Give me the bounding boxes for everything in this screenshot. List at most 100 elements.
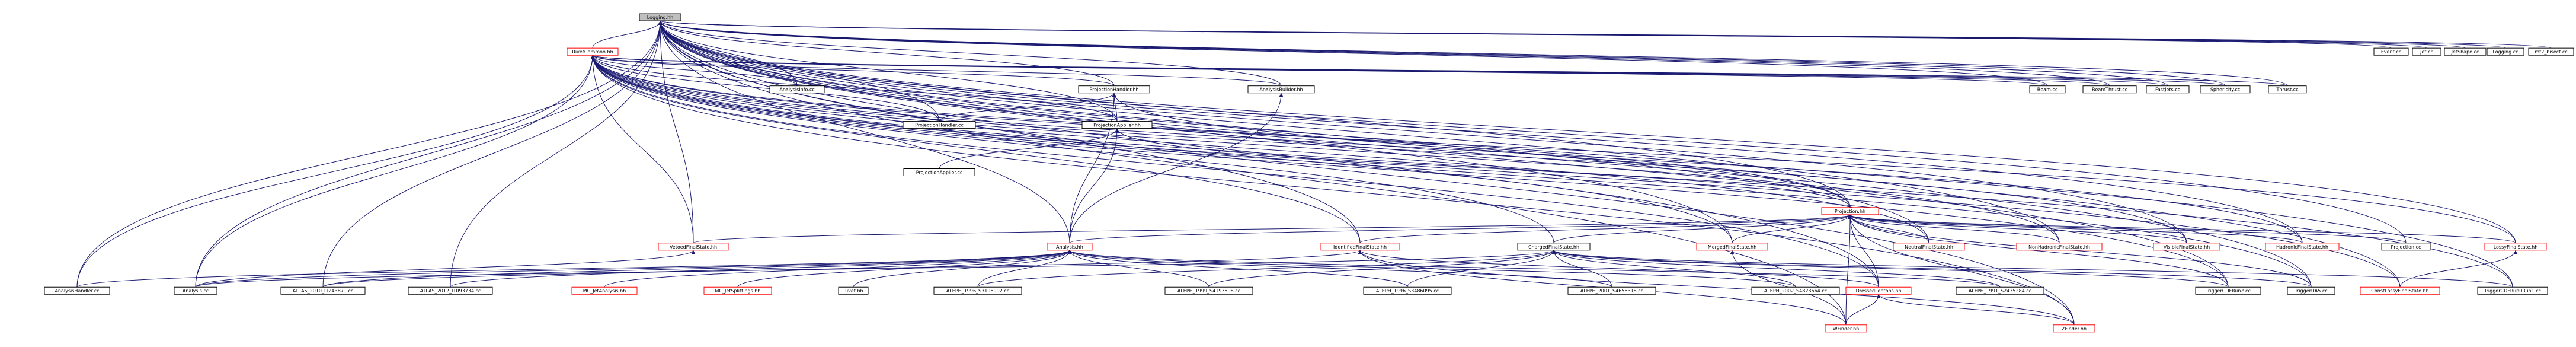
- node-logging-hh[interactable]: Logging.hh: [639, 13, 681, 21]
- node-aleph-1991-s2435284-cc: ALEPH_1991_S2435284.cc: [1956, 286, 2044, 295]
- node-label: ZFinder.hh: [2062, 326, 2087, 332]
- include-edge-logging_hh-fastjets_cc: [658, 20, 2168, 87]
- node-label: HadronicFinalState.hh: [2276, 244, 2328, 250]
- node-zfinder-hh[interactable]: ZFinder.hh: [2053, 324, 2095, 333]
- include-edge-projectionhandler_hh-projectionhandler_cc: [939, 93, 1116, 122]
- node-lossyfinalstate-hh[interactable]: LossyFinalState.hh: [2484, 243, 2547, 251]
- node-label: Logging.cc: [2492, 49, 2518, 55]
- include-edge-identifiedfinalstate_hh-atlas_2010_s8591806_cc: [322, 250, 1362, 288]
- include-edge-chargedfinalstate_hh-aleph_1999_s4193598_cc: [1208, 250, 1556, 288]
- node-box: [2412, 47, 2441, 56]
- node-label: IdentifiedFinalState.hh: [1333, 244, 1387, 250]
- node-label: BeamThrust.cc: [2092, 87, 2127, 93]
- node-aleph-2001-s4656318-cc: ALEPH_2001_S4656318.cc: [1567, 286, 1656, 295]
- node-label: NeutralFinalState.hh: [1905, 244, 1953, 250]
- include-edge-logging_hh-sphericity_cc: [658, 20, 2226, 87]
- node-wfinder-hh[interactable]: WFinder.hh: [1825, 324, 1867, 333]
- node-label: mt2_bisect.cc: [2535, 49, 2567, 55]
- node-constlossyfinalstate-hh[interactable]: ConstLossyFinalState.hh: [2360, 286, 2440, 295]
- include-edge-projectionapplier_hh-projectionapplier_cc: [939, 128, 1119, 169]
- node-rivetcommon-hh[interactable]: RivetCommon.hh: [567, 47, 619, 56]
- include-edge-logging_hh-zfinder_hh: [658, 21, 2075, 325]
- node-box: [2528, 47, 2574, 56]
- node-label: AnalysisBuilder.hh: [1259, 87, 1303, 93]
- include-edge-rivetcommon_hh-vetoedfinalstate_hh: [590, 55, 694, 243]
- include-edge-projection_hh-vetoedfinalstate_hh: [693, 214, 1852, 244]
- node-label: Analysis.hh: [1056, 244, 1083, 250]
- node-atlas-2012-i1093734-cc: ATLAS_2012_I1093734.cc: [408, 286, 493, 295]
- node-box: [838, 286, 869, 295]
- include-edge-projection_hh-dressedleptons_hh: [1848, 214, 1879, 288]
- node-label: Projection.hh: [1835, 209, 1865, 214]
- include-edge-dressedleptons_hh-wfinder_hh: [1845, 294, 1881, 325]
- node-aleph-1999-s4193598-cc: ALEPH_1999_S4193598.cc: [1164, 286, 1253, 295]
- include-edge-projection_hh-chargedfinalstate_hh: [1553, 214, 1852, 244]
- include-edge-logging_hh-atlas_2010_s8591806_cc: [322, 21, 663, 288]
- node-label: Sphericity.cc: [2210, 87, 2240, 93]
- node-box: [280, 286, 366, 295]
- node-box: [1247, 85, 1315, 94]
- include-edge-logging_hh-analysis_cc: [195, 21, 663, 288]
- node-box: [408, 286, 493, 295]
- node-chargedfinalstate-hh: ChargedFinalState.hh: [1517, 243, 1591, 251]
- include-edge-chargedfinalstate_hh-aleph_2001_s4656318_cc: [1551, 250, 1612, 288]
- node-label: Beam.cc: [2037, 87, 2057, 93]
- node-dressedleptons-hh[interactable]: DressedLeptons.hh: [1845, 286, 1912, 295]
- include-edge-logging_hh-atlas_2012_i1093734_cc: [450, 21, 663, 288]
- node-projectionhandler-hh: ProjectionHandler.hh: [1078, 85, 1150, 94]
- node-label: Rivet.hh: [843, 288, 863, 294]
- include-edge-logging_hh-beamthrust_cc: [658, 20, 2110, 87]
- node-neutralfinalstate-hh[interactable]: NeutralFinalState.hh: [1893, 243, 1965, 251]
- node-label: ALEPH_2001_S4656318.cc: [1580, 288, 1643, 294]
- include-edge-logging_hh-mergedfinalstate_hh: [658, 21, 1733, 243]
- node-visiblefinalstate-hh[interactable]: VisibleFinalState.hh: [2153, 243, 2220, 251]
- include-edge-logging_hh-projectionhandler_hh: [658, 20, 1115, 86]
- node-label: MC_JetSplittings.hh: [715, 288, 760, 294]
- include-edge-vetoedfinalstate_hh-analysis_cc: [195, 250, 696, 288]
- node-mc-jetanalysis-hh[interactable]: MC_JetAnalysis.hh: [571, 286, 638, 295]
- node-mergedfinalstate-hh[interactable]: MergedFinalState.hh: [1696, 243, 1768, 251]
- node-event-cc: Event.cc: [2373, 47, 2409, 56]
- node-nonhadronicfinalstate-hh[interactable]: NonHadronicFinalState.hh: [2016, 243, 2103, 251]
- include-edge-chargedfinalstate_hh-aleph_1996_s3196992_cc: [977, 250, 1556, 288]
- node-label: ProjectionHandler.cc: [915, 123, 964, 128]
- node-mt2-bisect-cc: mt2_bisect.cc: [2528, 47, 2574, 56]
- node-aleph-1996-s3486095-cc: ALEPH_1996_S3486095.cc: [1363, 286, 1452, 295]
- node-beam-cc: Beam.cc: [2029, 85, 2066, 94]
- include-edge-rivetcommon_hh-analysisbuilder_hh: [590, 55, 1282, 87]
- node-box: [1956, 286, 2044, 295]
- include-edge-projection_hh-triggerua5_cc: [1848, 214, 2312, 288]
- node-box: [1363, 286, 1452, 295]
- node-label: RivetCommon.hh: [572, 49, 613, 55]
- node-box: [1517, 243, 1591, 251]
- node-aleph-1996-s3196992-cc: ALEPH_1996_S3196992.cc: [933, 286, 1022, 295]
- node-vetoedfinalstate-hh[interactable]: VetoedFinalState.hh: [658, 243, 729, 251]
- include-edge-logging_hh-triggerua5_cc: [658, 21, 2312, 288]
- node-atlas-2010-s8591806-cc: ATLAS_2010_I1243871.cc: [280, 286, 366, 295]
- include-edge-projection_hh-identifiedfinalstate_hh: [1359, 214, 1852, 244]
- node-sphericity-cc: Sphericity.cc: [2200, 85, 2251, 94]
- node-label: ChargedFinalState.hh: [1528, 244, 1579, 250]
- include-edge-rivetcommon_hh-projectionhandler_cc: [590, 55, 940, 122]
- include-edge-logging_hh-analysishandler_cc: [76, 21, 663, 288]
- node-label: WFinder.hh: [1833, 326, 1859, 332]
- node-box: [703, 286, 772, 295]
- node-label: DressedLeptons.hh: [1856, 288, 1902, 294]
- include-edge-projection_hh-mergedfinalstate_hh: [1732, 214, 1852, 243]
- node-box: [2053, 324, 2095, 333]
- node-mc-jetsplittings-hh[interactable]: MC_JetSplittings.hh: [703, 286, 772, 295]
- node-projection-hh[interactable]: Projection.hh: [1821, 207, 1879, 215]
- include-edge-chargedfinalstate_hh-triggercdfrun0run1_cc: [1551, 250, 2513, 288]
- node-identifiedfinalstate-hh[interactable]: IdentifiedFinalState.hh: [1320, 243, 1400, 251]
- node-label: MergedFinalState.hh: [1708, 244, 1756, 250]
- node-label: ALEPH_1991_S2435284.cc: [1969, 288, 2031, 294]
- include-edge-analysis_hh-rivet_hh: [853, 250, 1072, 288]
- include-edge-rivetcommon_hh-analysishandler_cc: [76, 55, 595, 288]
- include-edge-analysis_hh-atlas_2010_s8591806_cc: [322, 250, 1072, 288]
- node-label: VetoedFinalState.hh: [670, 244, 717, 250]
- node-analysis-hh[interactable]: Analysis.hh: [1047, 243, 1093, 251]
- node-box: [2444, 47, 2487, 56]
- node-hadronicfinalstate-hh[interactable]: HadronicFinalState.hh: [2265, 243, 2340, 251]
- include-edge-chargedfinalstate_hh-aleph_1996_s3486095_cc: [1407, 250, 1556, 288]
